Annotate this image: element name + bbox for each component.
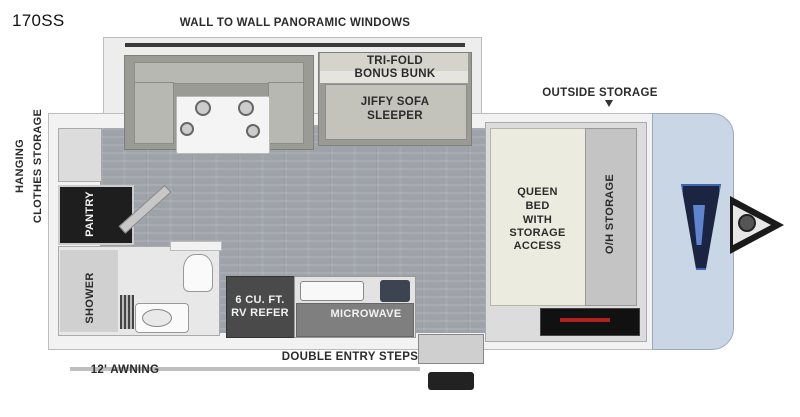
queen-bed (490, 128, 587, 306)
bunk-panel (320, 71, 468, 83)
shower (60, 250, 118, 332)
pantry-label: PANTRY (84, 191, 96, 237)
pantry (58, 185, 134, 245)
queen-label-5: ACCESS (513, 240, 562, 252)
queen-label-4: STORAGE (509, 227, 566, 239)
double-entry-label: DOUBLE ENTRY STEPS (281, 351, 419, 363)
tri-fold-label-1: TRI-FOLD (366, 55, 424, 67)
microwave (296, 303, 414, 337)
awning-line (70, 367, 420, 371)
stove-burner-icon (238, 100, 254, 116)
cooktop (380, 280, 410, 302)
hanging-label-1: HANGING (14, 138, 26, 194)
stove-burner-icon (180, 122, 194, 136)
entry-step (418, 334, 484, 364)
oh-storage-label: O/H STORAGE (604, 173, 616, 255)
kitchen-sink (300, 281, 364, 301)
queen-label-2: BED (525, 200, 550, 212)
under-bed-panel (540, 308, 640, 336)
fsx-logo-accent (693, 205, 705, 245)
bunk-panel (320, 53, 468, 71)
panoramic-window (125, 43, 465, 47)
hanging-label-2: CLOTHES STORAGE (32, 108, 44, 224)
jiffy-sofa-label-1: JIFFY SOFA (360, 96, 430, 108)
dinette-seat-back (134, 62, 304, 84)
outside-storage-label: OUTSIDE STORAGE (542, 87, 658, 99)
hitch-wheel (738, 214, 756, 232)
tri-fold-label-2: BONUS BUNK (354, 68, 436, 80)
under-bed-accent (560, 318, 610, 322)
dinette-seat-left (134, 82, 174, 144)
entry-step-lower (428, 372, 474, 390)
model-name: 170SS (12, 11, 65, 30)
jiffy-sofa-label-2: SLEEPER (367, 110, 423, 122)
refer-label-1: 6 CU. FT. (235, 294, 285, 306)
wall-windows-label: WALL TO WALL PANORAMIC WINDOWS (179, 17, 411, 29)
awning-label: 12' AWNING (90, 364, 160, 376)
sink-basin (142, 309, 172, 327)
shower-drain (120, 295, 134, 329)
wardrobe (58, 128, 102, 182)
stove-burner-icon (195, 100, 211, 116)
refrigerator (226, 276, 296, 338)
toilet-icon (183, 254, 213, 292)
sofa-seat (325, 84, 467, 140)
overhead-storage (585, 128, 637, 306)
microwave-label: MICROWAVE (330, 308, 402, 320)
queen-label-3: WITH (522, 214, 553, 226)
dinette-seat-right (268, 82, 304, 144)
stove-burner-icon (246, 124, 260, 138)
queen-label-1: QUEEN (517, 186, 558, 198)
shower-label: SHOWER (84, 272, 96, 324)
bath-wall (170, 241, 222, 251)
arrow-down-icon (605, 100, 613, 107)
refer-label-2: RV REFER (231, 307, 289, 319)
